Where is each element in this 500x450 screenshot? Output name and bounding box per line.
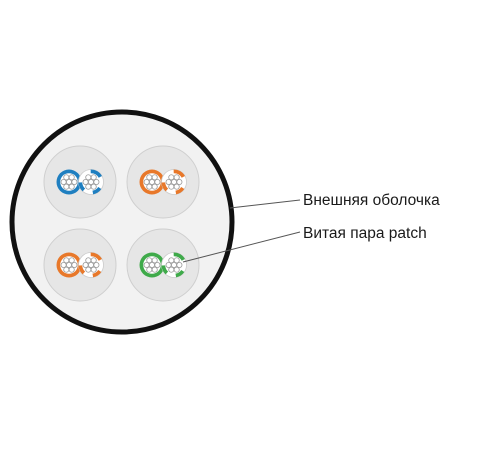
green-pair-striped-strand — [173, 257, 180, 264]
leader-line-outer-sheath — [229, 199, 301, 209]
leader-line-twisted-pair — [182, 231, 301, 263]
orange-pair-top-striped-strand — [173, 183, 180, 190]
green-pair-striped-strand — [173, 266, 180, 273]
outer-sheath — [9, 109, 235, 335]
orange-pair-top-solid-strand — [154, 178, 161, 185]
orange-pair-bottom-solid-strand — [60, 261, 67, 268]
blue-pair-solid-strand — [63, 183, 70, 190]
green-pair-striped-strand — [176, 261, 183, 268]
blue-pair-striped-strand — [90, 174, 97, 181]
orange-pair-bottom-striped-strand — [90, 266, 97, 273]
orange-pair-top-striped-strand — [176, 178, 183, 185]
green-pair — [126, 228, 200, 302]
blue-pair-solid-strand — [71, 178, 78, 185]
orange-pair-top-striped-strand — [173, 174, 180, 181]
blue-pair-solid-strand — [68, 183, 75, 190]
green-pair-solid-strand — [143, 261, 150, 268]
blue-pair-striped-strand — [82, 178, 89, 185]
orange-pair-top-striped-strand — [168, 183, 175, 190]
green-pair-stripe-segment — [175, 269, 185, 278]
green-pair-stripe-segment — [161, 265, 169, 275]
green-pair-solid-strand — [146, 257, 153, 264]
green-pair-solid-strand — [146, 266, 153, 273]
green-pair-striped-strand — [168, 266, 175, 273]
blue-pair-striped-strand — [93, 178, 100, 185]
blue-pair-solid-strand — [63, 174, 70, 181]
blue-pair — [43, 145, 117, 219]
blue-pair-striped-strand — [85, 174, 92, 181]
green-pair-solid-strand — [151, 266, 158, 273]
orange-pair-bottom-striped-strand — [93, 261, 100, 268]
blue-pair-striped-strand — [90, 183, 97, 190]
blue-pair-stripe-segment — [90, 169, 102, 178]
green-pair-solid-strand — [151, 257, 158, 264]
orange-pair-bottom-stripe-segment — [78, 265, 86, 275]
orange-pair-bottom-striped-strand — [90, 257, 97, 264]
blue-pair-stripe-segment — [92, 186, 102, 195]
label-twisted-pair: Витая пара patch — [303, 225, 427, 242]
label-outer-sheath: Внешняя оболочка — [303, 192, 440, 209]
orange-pair-bottom-stripe-segment — [90, 252, 102, 261]
orange-pair-top-solid-strand — [146, 183, 153, 190]
orange-pair-bottom-solid-strand — [63, 266, 70, 273]
orange-pair-top — [126, 145, 200, 219]
blue-pair-stripe-segment — [78, 182, 86, 192]
green-pair-solid-strand — [154, 261, 161, 268]
blue-pair-striped-strand — [85, 183, 92, 190]
orange-pair-top-solid-strand — [143, 178, 150, 185]
orange-pair-top-stripe-segment — [173, 169, 185, 178]
orange-pair-bottom-striped-strand — [82, 261, 89, 268]
orange-pair-top-striped-strand — [168, 174, 175, 181]
orange-pair-top-stripe-segment — [161, 182, 169, 192]
twisted-pairs-group — [43, 145, 200, 302]
blue-pair-solid-strand — [68, 174, 75, 181]
orange-pair-top-solid-strand — [151, 174, 158, 181]
orange-pair-bottom-solid-strand — [68, 266, 75, 273]
orange-pair-bottom-solid-strand — [71, 261, 78, 268]
orange-pair-bottom-solid-strand — [68, 257, 75, 264]
green-pair-stripe-segment — [173, 252, 185, 261]
orange-pair-bottom-solid-strand — [63, 257, 70, 264]
orange-pair-bottom-striped-strand — [85, 266, 92, 273]
orange-pair-top-solid-strand — [151, 183, 158, 190]
blue-pair-solid-strand — [60, 178, 67, 185]
orange-pair-bottom-striped-strand — [85, 257, 92, 264]
orange-pair-top-stripe-segment — [175, 186, 185, 195]
orange-pair-bottom — [43, 228, 117, 302]
green-pair-striped-strand — [168, 257, 175, 264]
green-pair-striped-strand — [165, 261, 172, 268]
orange-pair-top-solid-strand — [146, 174, 153, 181]
orange-pair-bottom-stripe-segment — [92, 269, 102, 278]
orange-pair-top-striped-strand — [165, 178, 172, 185]
